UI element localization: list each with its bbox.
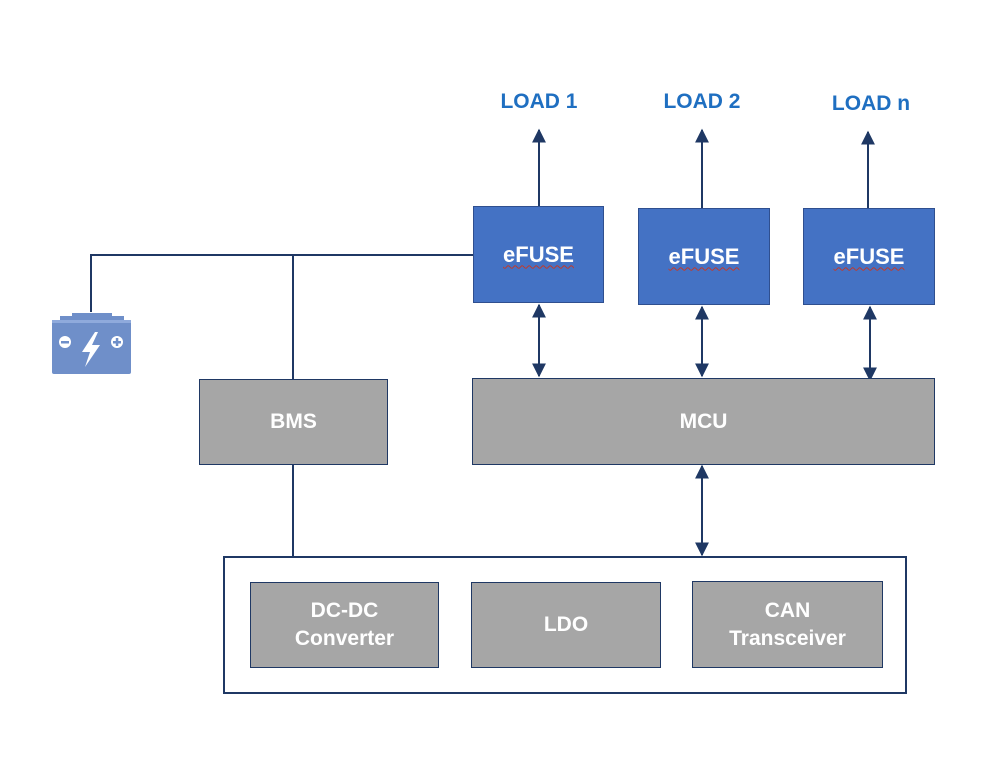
ldo-block: LDO <box>471 582 661 668</box>
efuse-block-2: eFUSE <box>638 208 770 305</box>
efuse-n-label: eFUSE <box>833 243 905 269</box>
can-line2: Transceiver <box>729 626 846 650</box>
load-n-label: LOAD n <box>831 92 911 115</box>
dcdc-converter-block: DC-DC Converter <box>250 582 439 668</box>
bms-label: BMS <box>270 410 317 433</box>
can-line1: CAN <box>764 598 811 622</box>
power-bus <box>90 254 473 379</box>
ldo-label: LDO <box>543 613 589 636</box>
efuse-block-n: eFUSE <box>803 208 935 305</box>
efuse-block-1: eFUSE <box>473 206 604 303</box>
load-1-label: LOAD 1 <box>500 90 578 113</box>
efuse-2-label: eFUSE <box>668 243 740 269</box>
dcdc-line2: Converter <box>294 627 395 650</box>
mcu-block: MCU <box>472 378 935 465</box>
dcdc-line1: DC-DC <box>310 599 379 622</box>
can-transceiver-block: CAN Transceiver <box>692 581 883 668</box>
load-2-label: LOAD 2 <box>663 90 741 113</box>
mcu-label: MCU <box>679 409 728 433</box>
battery-icon <box>52 313 131 374</box>
bms-block: BMS <box>199 379 388 465</box>
efuse-1-label: eFUSE <box>503 241 574 267</box>
